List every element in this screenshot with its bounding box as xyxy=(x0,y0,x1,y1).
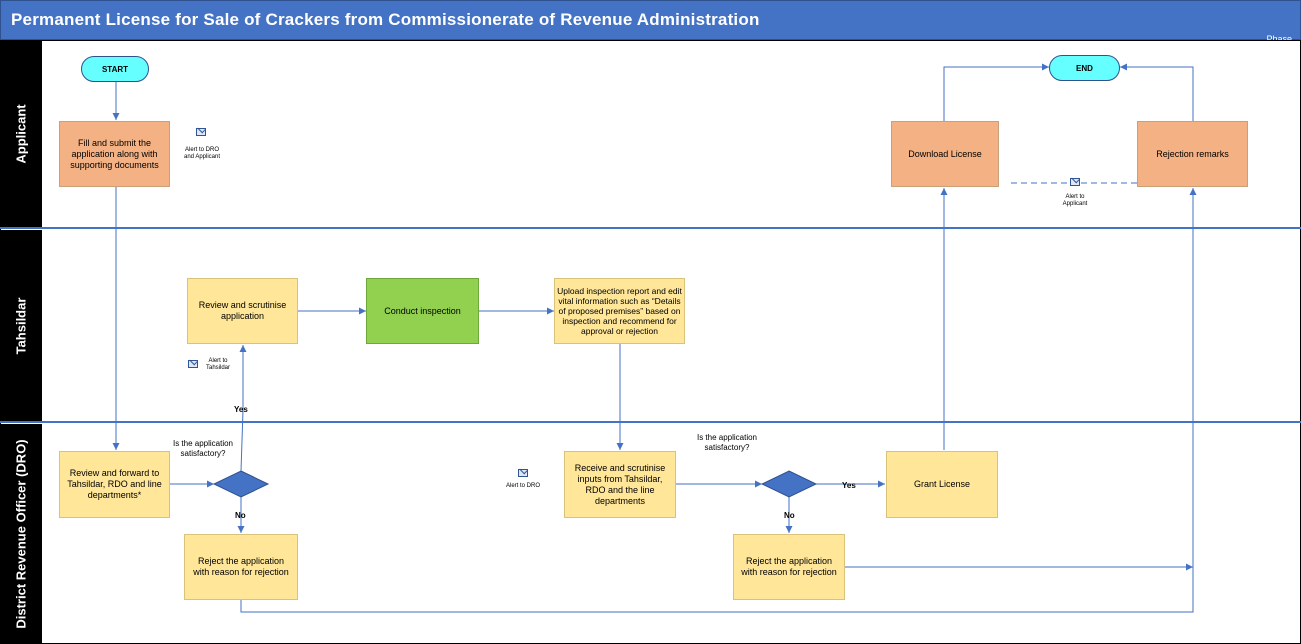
alert-note: Alert to Applicant xyxy=(1062,194,1088,207)
connector xyxy=(943,63,1049,121)
decision-diamond xyxy=(760,470,818,498)
alert-note: Alert to Tahsildar xyxy=(205,358,230,371)
decision-diamond xyxy=(212,470,270,498)
diagram-title: Permanent License for Sale of Crackers f… xyxy=(11,10,760,29)
task-rejection-remarks: Rejection remarks xyxy=(1137,121,1248,187)
end-terminal: END xyxy=(1049,55,1120,81)
envelope-icon xyxy=(518,469,528,477)
alert-note: Alert to DRO and Applicant xyxy=(183,147,221,160)
envelope-icon xyxy=(1070,178,1080,186)
lane-dro: District Revenue Officer (DRO) xyxy=(0,424,42,644)
lane-applicant: Applicant xyxy=(0,40,42,228)
task-conduct-inspection: Conduct inspection xyxy=(366,278,479,344)
edge-label-yes: Yes xyxy=(234,405,248,414)
task-review-forward: Review and forward to Tahsildar, RDO and… xyxy=(59,451,170,518)
task-receive-scrutinise: Receive and scrutinise inputs from Tahsi… xyxy=(564,451,676,518)
lane-divider xyxy=(0,227,1301,229)
task-reject-1: Reject the application with reason for r… xyxy=(184,534,298,600)
task-grant-license: Grant License xyxy=(886,451,998,518)
task-download-license: Download License xyxy=(891,121,999,187)
task-review-scrutinise: Review and scrutinise application xyxy=(187,278,298,344)
task-fill-submit: Fill and submit the application along wi… xyxy=(59,121,170,187)
connector xyxy=(239,345,247,472)
connector xyxy=(1120,63,1194,121)
task-reject-2: Reject the application with reason for r… xyxy=(733,534,845,600)
task-upload-report: Upload inspection report and edit vital … xyxy=(554,278,685,344)
edge-label-yes: Yes xyxy=(842,481,856,490)
connector xyxy=(240,188,1197,613)
phase-label: Phase xyxy=(1266,34,1292,44)
envelope-icon xyxy=(188,360,198,368)
start-terminal: START xyxy=(81,56,149,82)
lane-tahsildar: Tahsildar xyxy=(0,230,42,422)
alert-note: Alert to DRO xyxy=(505,483,540,489)
decision-question-2: Is the application satisfactory? xyxy=(696,433,758,452)
title-bar: Permanent License for Sale of Crackers f… xyxy=(0,0,1301,44)
edge-label-no: No xyxy=(784,511,795,520)
edge-label-no: No xyxy=(235,511,246,520)
lane-divider xyxy=(0,421,1301,423)
envelope-icon xyxy=(196,128,206,136)
decision-question-1: Is the application satisfactory? xyxy=(172,439,234,458)
